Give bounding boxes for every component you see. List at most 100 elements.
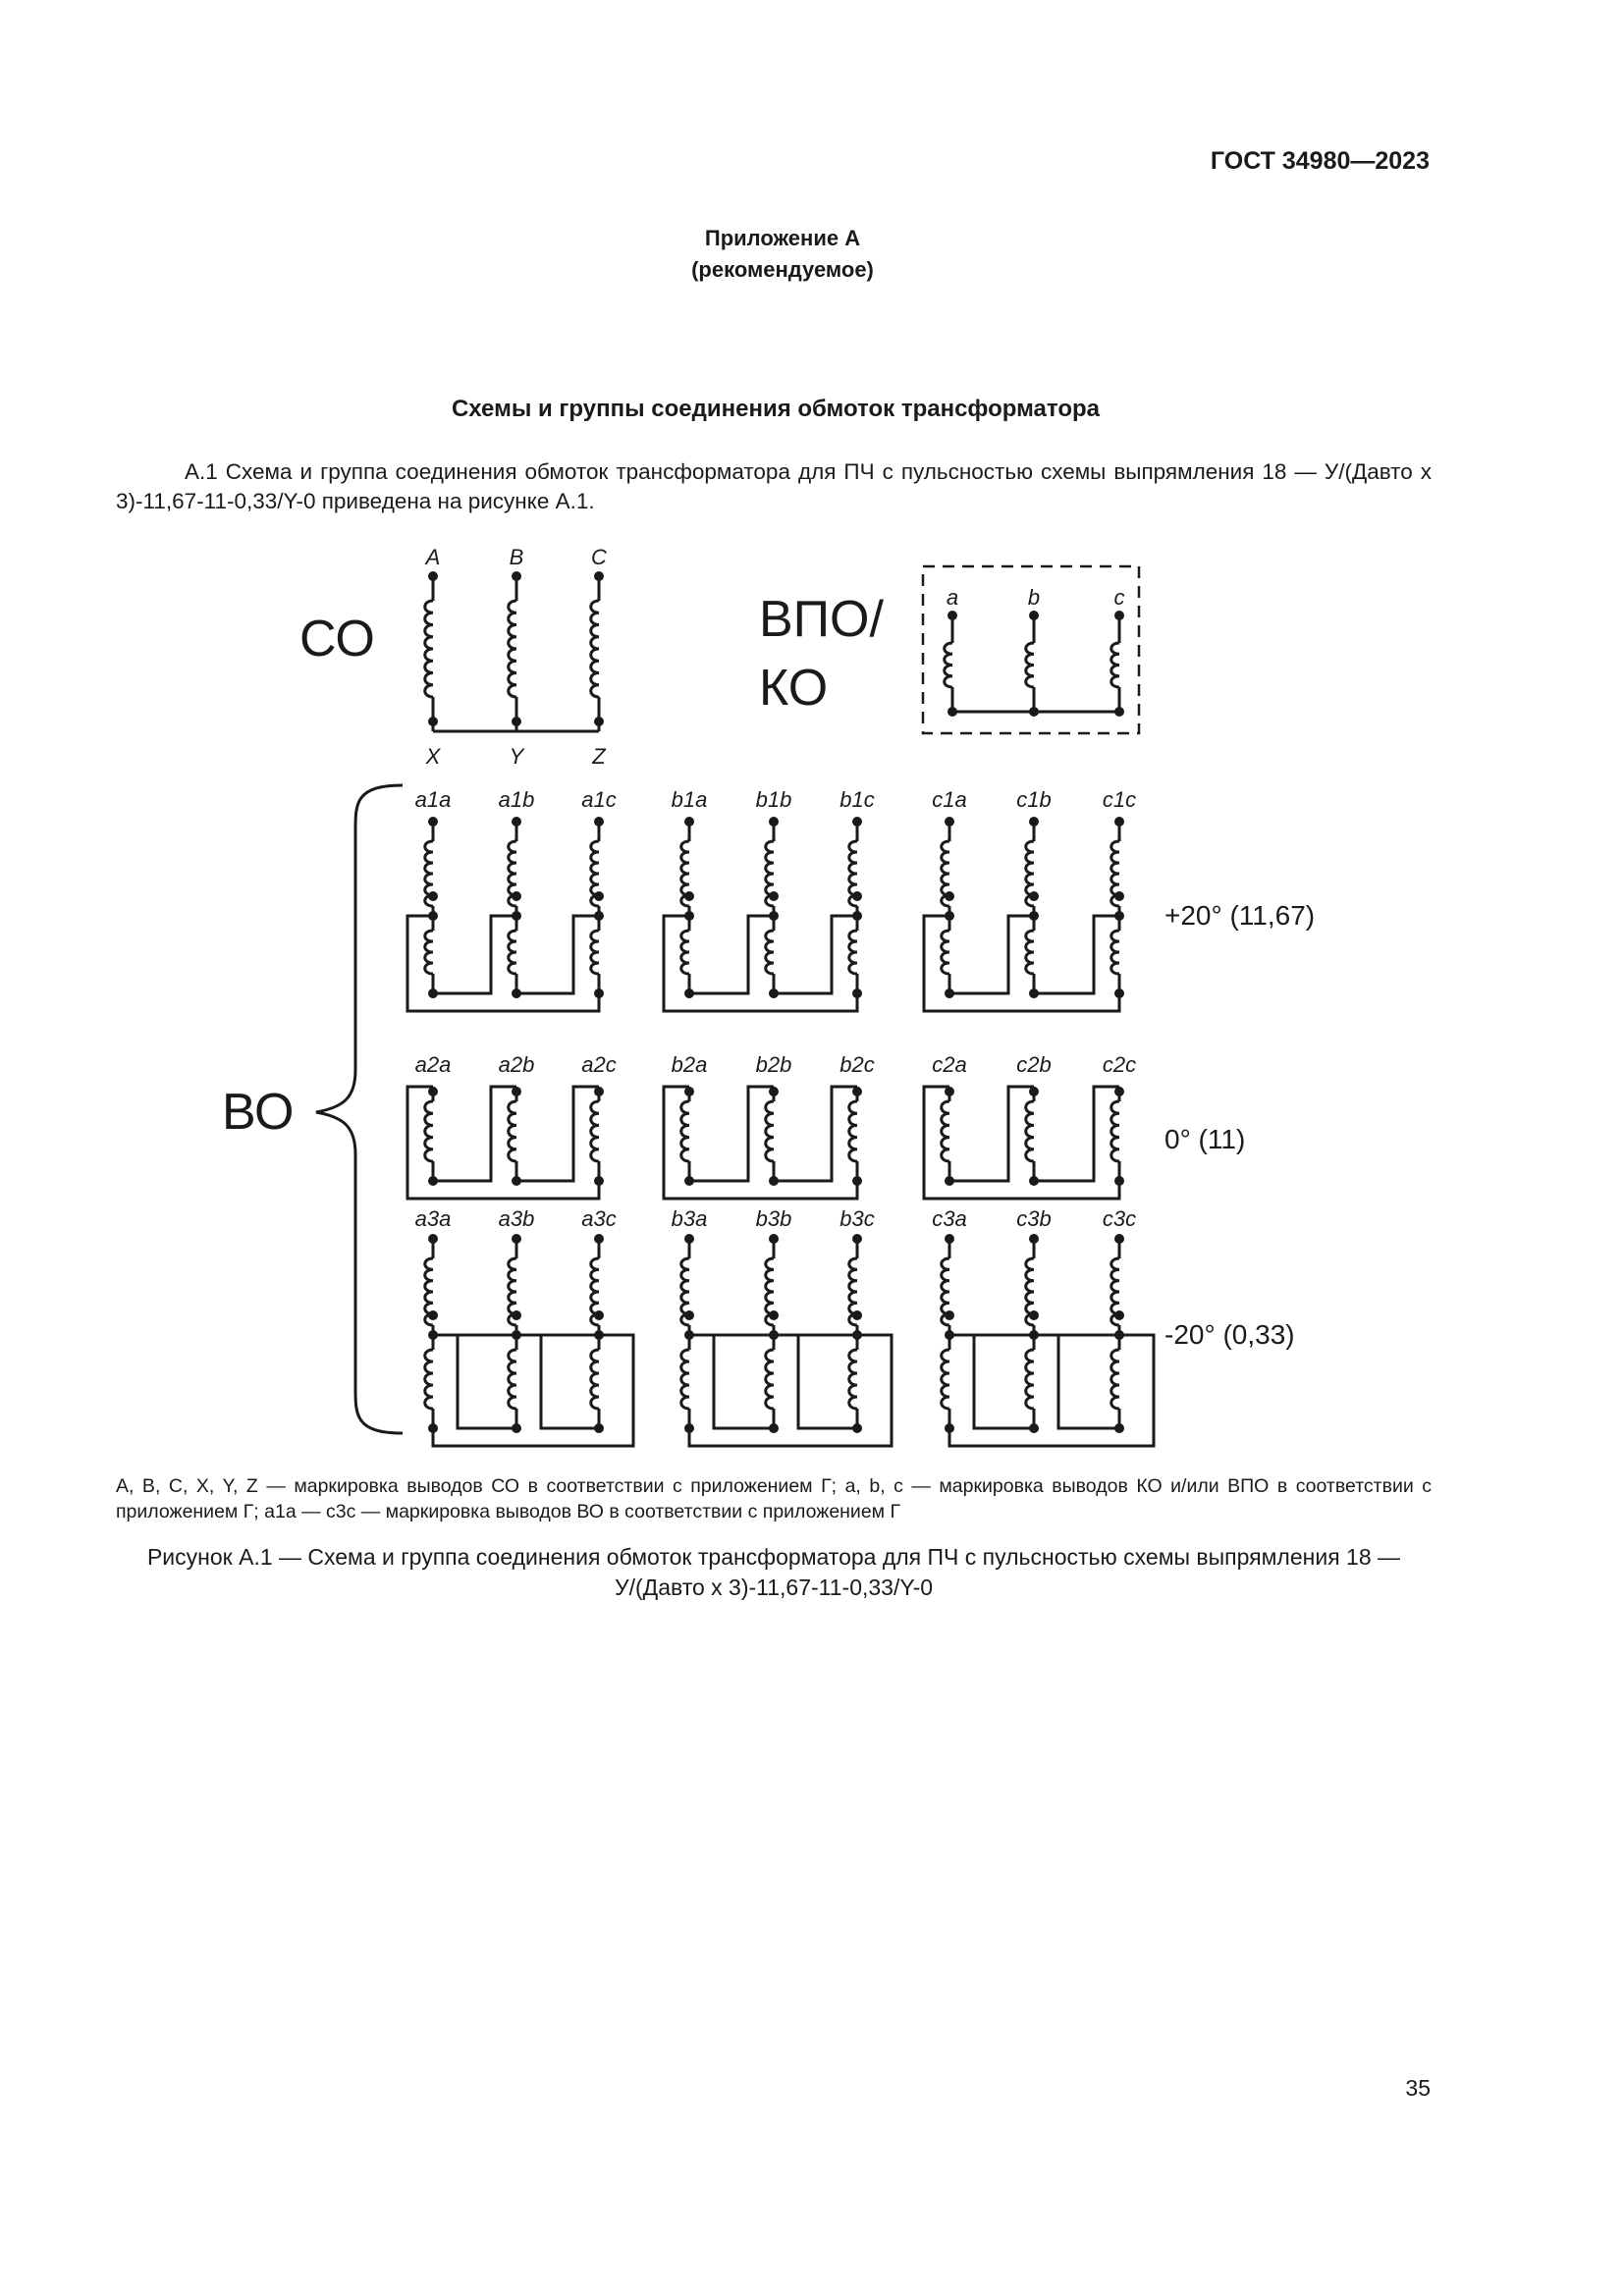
winding-coil <box>764 1348 775 1411</box>
winding-coil <box>1024 929 1035 976</box>
delta-loop <box>922 914 1121 1013</box>
delta-loop <box>687 1333 893 1448</box>
winding-coil <box>423 599 434 699</box>
terminal-label: a1a <box>415 787 452 812</box>
delta-link <box>774 1085 857 1183</box>
terminal-dot <box>428 891 438 901</box>
terminal-label: c3c <box>1103 1206 1136 1231</box>
terminal-label: a3a <box>415 1206 452 1231</box>
delta-link <box>1056 1335 1119 1430</box>
winding-coil <box>423 1099 434 1163</box>
terminal-dot <box>512 1310 521 1320</box>
winding-coil <box>589 599 600 699</box>
terminal-label: Y <box>510 744 525 769</box>
phase-shift-label: 0° (11) <box>1164 1124 1245 1154</box>
winding-coil <box>1024 1099 1035 1163</box>
terminal-dot <box>512 717 521 726</box>
delta-link <box>774 914 857 995</box>
terminal-label: a3b <box>499 1206 535 1231</box>
terminal-label: X <box>425 744 442 769</box>
vpo-label: ВПО/ <box>759 591 885 648</box>
section-title: Схемы и группы соединения обмоток трансф… <box>451 396 1101 422</box>
terminal-dot <box>769 1310 779 1320</box>
winding-coil <box>679 1099 690 1163</box>
terminal-label: a2a <box>415 1052 452 1077</box>
terminal-label: a <box>947 585 958 610</box>
terminal-dot <box>769 891 779 901</box>
winding-coil <box>940 929 950 976</box>
winding-coil <box>1110 1099 1120 1163</box>
winding-coil <box>1024 1348 1035 1411</box>
terminal-dot <box>594 717 604 726</box>
delta-link <box>712 1335 774 1430</box>
delta-link <box>1034 914 1119 995</box>
terminal-label: A <box>424 545 441 569</box>
delta-link <box>949 1085 1034 1183</box>
terminal-dot <box>428 1310 438 1320</box>
co-label: СО <box>299 611 375 667</box>
terminal-label: b <box>1028 585 1040 610</box>
winding-coil <box>1024 641 1035 689</box>
winding-coil <box>423 1348 434 1411</box>
terminal-label: c1c <box>1103 787 1136 812</box>
vo-group: c3a c3b c3c <box>932 1206 1156 1448</box>
winding-coil <box>943 641 953 689</box>
terminal-label: c1b <box>1016 787 1051 812</box>
delta-loop <box>431 1333 635 1448</box>
winding-coil <box>679 929 690 976</box>
vo-group: a1a a1b a1c <box>406 787 617 1013</box>
terminal-label: c3a <box>932 1206 966 1231</box>
delta-link <box>689 914 774 995</box>
terminal-label: b1a <box>672 787 708 812</box>
phase-shift-label: -20° (0,33) <box>1164 1319 1295 1350</box>
delta-link <box>456 1335 516 1430</box>
figure-caption: Рисунок А.1 — Схема и группа соединения … <box>146 1544 1401 1601</box>
terminal-dot <box>852 891 862 901</box>
delta-link <box>516 1085 599 1183</box>
delta-link <box>972 1335 1034 1430</box>
delta-loop <box>662 914 859 1013</box>
terminal-label: Z <box>591 744 607 769</box>
figure-notes: A, B, C, X, Y, Z — маркировка выводов СО… <box>116 1475 1432 1523</box>
delta-link <box>539 1335 599 1430</box>
delta-loop <box>406 1085 601 1201</box>
terminal-dot <box>684 891 694 901</box>
winding-coil <box>1110 1348 1120 1411</box>
terminal-label: b1b <box>756 787 792 812</box>
terminal-dot <box>1029 1310 1039 1320</box>
winding-coil <box>589 1348 600 1411</box>
terminal-label: b2b <box>756 1052 792 1077</box>
standard-code: ГОСТ 34980—2023 <box>1210 147 1430 175</box>
delta-link <box>433 1085 516 1183</box>
terminal-dot <box>945 1310 954 1320</box>
terminal-label: b3a <box>672 1206 708 1231</box>
terminal-label: b2c <box>839 1052 874 1077</box>
winding-coil <box>507 1099 517 1163</box>
terminal-dot <box>512 891 521 901</box>
winding-coil <box>679 1348 690 1411</box>
terminal-dot <box>1114 1310 1124 1320</box>
terminal-dot <box>1029 891 1039 901</box>
winding-coil <box>1110 641 1120 689</box>
terminal-label: c2b <box>1016 1052 1051 1077</box>
winding-coil <box>847 1099 858 1163</box>
terminal-label: c3b <box>1016 1206 1051 1231</box>
delta-loop <box>662 1085 859 1201</box>
ko-dashed-frame <box>921 564 1141 735</box>
winding-coil <box>507 929 517 976</box>
delta-link <box>433 914 516 995</box>
terminal-label: a1b <box>499 787 535 812</box>
terminal-label: a1c <box>581 787 616 812</box>
